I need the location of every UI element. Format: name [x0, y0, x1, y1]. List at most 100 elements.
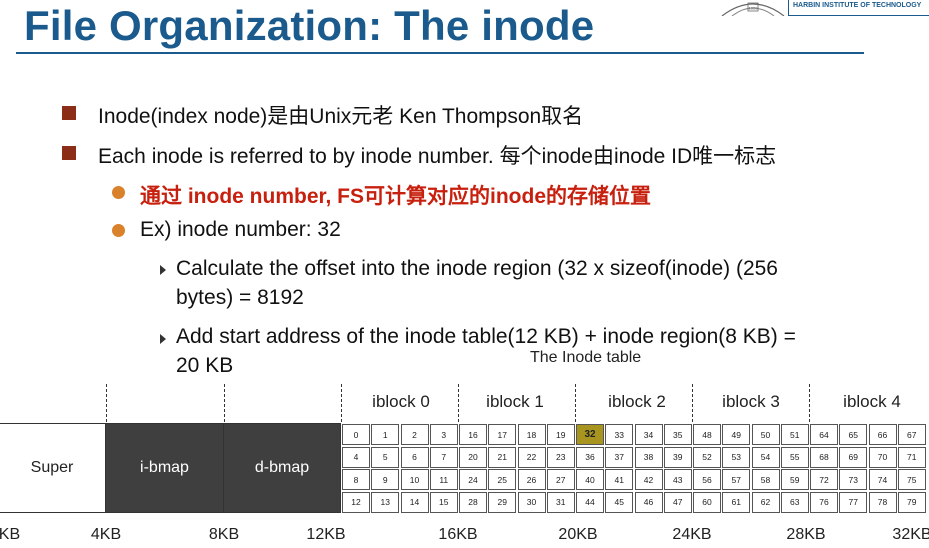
inode-cell: 48 — [693, 424, 721, 445]
inode-cell: 40 — [576, 469, 604, 490]
inode-cell: 60 — [693, 491, 721, 513]
inode-cell: 68 — [810, 446, 838, 468]
inode-cell: 26 — [517, 469, 546, 490]
inode-cell: 19 — [546, 424, 575, 445]
iblock-label: iblock 3 — [722, 392, 780, 411]
inode-cell: 66 — [868, 424, 897, 445]
divider-dashed — [341, 384, 342, 422]
inode-cell: 4 — [342, 446, 370, 468]
inode-cell: 65 — [839, 424, 868, 445]
inode-cell: 46 — [634, 491, 663, 513]
divider-dashed — [692, 384, 693, 422]
bullet-highlight: 通过 inode number, FS可计算对应的inode的存储位置 — [140, 185, 652, 208]
inode-cell: 32 — [576, 424, 604, 445]
bullet-arrow-icon — [160, 334, 166, 344]
inode-cell: 45 — [605, 491, 634, 513]
logo-year: 1920 — [749, 6, 759, 11]
inode-cell: 54 — [751, 446, 780, 468]
address-tick-label: 0KB — [0, 526, 21, 543]
address-tick-label: 20KB — [558, 526, 598, 543]
inode-cell: 23 — [546, 446, 575, 468]
ibitmap-region: i-bmap — [105, 423, 224, 513]
bullet-arrow-icon — [160, 265, 166, 275]
inode-cell: 64 — [810, 424, 838, 445]
inode-cell: 30 — [517, 491, 546, 513]
inode-cell: 57 — [722, 469, 751, 490]
inode-cell: 36 — [576, 446, 604, 468]
inode-cell: 51 — [780, 424, 809, 445]
inode-cell: 69 — [839, 446, 868, 468]
diagram-caption: The Inode table — [530, 349, 642, 366]
inode-cell: 35 — [663, 424, 692, 445]
inode-cell: 58 — [751, 469, 780, 490]
inode-cell: 75 — [897, 469, 926, 490]
iblock-label: iblock 1 — [486, 392, 544, 411]
inode-cell: 77 — [839, 491, 868, 513]
inode-cell: 28 — [459, 491, 487, 513]
inode-cell: 43 — [663, 469, 692, 490]
inode-cell: 16 — [459, 424, 487, 445]
inode-cell: 41 — [605, 469, 634, 490]
inode-cell: 17 — [488, 424, 517, 445]
bullet-dot-icon — [112, 224, 125, 237]
divider-dashed — [575, 384, 576, 422]
inode-cell: 56 — [693, 469, 721, 490]
inode-cell: 34 — [634, 424, 663, 445]
inode-cell: 76 — [810, 491, 838, 513]
dbitmap-region: d-bmap — [223, 423, 341, 513]
inode-cell: 18 — [517, 424, 546, 445]
inode-cell: 1 — [371, 424, 400, 445]
inode-cell: 67 — [897, 424, 926, 445]
inode-cell: 7 — [429, 446, 458, 468]
inode-cell: 63 — [780, 491, 809, 513]
inode-cell: 61 — [722, 491, 751, 513]
inode-cell: 10 — [400, 469, 429, 490]
inode-cell: 70 — [868, 446, 897, 468]
bullet-2: Each inode is referred to by inode numbe… — [98, 145, 777, 168]
inode-cell: 47 — [663, 491, 692, 513]
iblock-label: iblock 0 — [372, 392, 430, 411]
inode-cell: 22 — [517, 446, 546, 468]
bullet-example: Ex) inode number: 32 — [140, 218, 341, 241]
institution-name: HARBIN INSTITUTE OF TECHNOLOGY — [788, 0, 929, 16]
address-tick-label: 16KB — [438, 526, 478, 543]
calc-offset-line2: bytes) = 8192 — [176, 286, 304, 309]
superblock-region: Super — [0, 423, 106, 513]
inode-cell: 5 — [371, 446, 400, 468]
inode-cell: 33 — [605, 424, 634, 445]
inode-cell: 74 — [868, 469, 897, 490]
inode-cell: 59 — [780, 469, 809, 490]
iblock-label: iblock 4 — [843, 392, 901, 411]
inode-cell: 62 — [751, 491, 780, 513]
inode-cell: 24 — [459, 469, 487, 490]
inode-cell: 53 — [722, 446, 751, 468]
inode-cell: 78 — [868, 491, 897, 513]
inode-cell: 38 — [634, 446, 663, 468]
inode-cell: 49 — [722, 424, 751, 445]
inode-cell: 39 — [663, 446, 692, 468]
inode-cell: 73 — [839, 469, 868, 490]
inode-cell: 0 — [342, 424, 370, 445]
inode-cell: 13 — [371, 491, 400, 513]
inode-cell: 3 — [429, 424, 458, 445]
inode-cell: 8 — [342, 469, 370, 490]
inode-cell: 14 — [400, 491, 429, 513]
calc-offset-line1: Calculate the offset into the inode regi… — [176, 257, 778, 280]
inode-cell: 29 — [488, 491, 517, 513]
divider-dashed — [106, 384, 107, 422]
divider-dashed — [458, 384, 459, 422]
address-tick-label: 12KB — [306, 526, 346, 543]
inode-cell: 25 — [488, 469, 517, 490]
inode-cell: 37 — [605, 446, 634, 468]
inode-cell: 79 — [897, 491, 926, 513]
divider-dashed — [809, 384, 810, 422]
inode-cell: 11 — [429, 469, 458, 490]
inode-cell: 71 — [897, 446, 926, 468]
bullet-1: Inode(index node)是由Unix元老 Ken Thompson取名 — [98, 105, 584, 128]
inode-cell: 27 — [546, 469, 575, 490]
inode-cell: 31 — [546, 491, 575, 513]
add-start-line2: 20 KB — [176, 354, 234, 377]
bullet-square-icon — [62, 106, 76, 120]
bullet-dot-icon — [112, 186, 125, 199]
inode-cell: 21 — [488, 446, 517, 468]
